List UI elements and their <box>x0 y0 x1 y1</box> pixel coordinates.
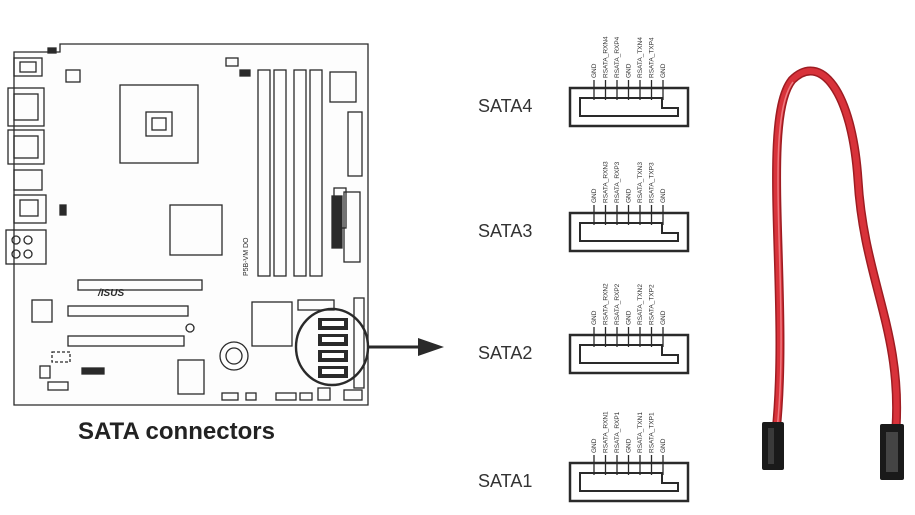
pin-label: GND <box>591 438 598 453</box>
cmos-battery <box>219 341 249 371</box>
io-port-audio <box>5 229 47 265</box>
brand-logo: /ISUS <box>97 288 124 299</box>
pin-label: RSATA_TXP1 <box>649 412 656 453</box>
connector-label: SATA1 <box>478 471 532 491</box>
pin-label: RSATA_TXN1 <box>637 412 644 453</box>
io-port-ps2 <box>13 57 43 77</box>
pin-label: GND <box>660 63 667 78</box>
board-model-label: P5B-VM DO <box>243 237 250 276</box>
pin-label: RSATA_RXN4 <box>603 36 610 78</box>
pin-label: RSATA_TXP2 <box>649 284 656 325</box>
pin-label: GND <box>626 310 633 325</box>
io-port-serial <box>7 129 45 165</box>
pin-label: GND <box>626 438 633 453</box>
pin-label: RSATA_RXN3 <box>603 161 610 203</box>
pcie-x16-slot <box>77 279 203 291</box>
pin-label: RSATA_RXP2 <box>614 283 621 325</box>
cpu-socket <box>119 84 199 164</box>
pin-label: GND <box>591 188 598 203</box>
pin-label: RSATA_RXN1 <box>603 411 610 453</box>
connector-key <box>579 472 679 492</box>
dimm-slot-2 <box>273 69 287 277</box>
pin-label: RSATA_TXN4 <box>637 37 644 78</box>
connector-label: SATA3 <box>478 221 532 241</box>
pin-label: RSATA_RXP4 <box>614 36 621 78</box>
pin-label: RSATA_RXN2 <box>603 283 610 325</box>
pin-label: RSATA_TXP4 <box>649 37 656 78</box>
connector-key <box>579 222 679 242</box>
sata-cable <box>762 66 904 480</box>
pin-label: GND <box>660 188 667 203</box>
pin-label: RSATA_RXP1 <box>614 411 621 453</box>
connector-label: SATA4 <box>478 96 532 116</box>
pin-label: RSATA_TXN2 <box>637 284 644 325</box>
caption-label: SATA connectors <box>78 418 275 445</box>
southbridge <box>251 301 293 347</box>
connector-label: SATA2 <box>478 343 532 363</box>
pin-label: GND <box>591 310 598 325</box>
pointer-arrow <box>368 338 444 356</box>
board-outline <box>13 43 369 406</box>
io-port-usb <box>13 169 43 191</box>
connector-key <box>579 344 679 364</box>
atx-power <box>347 111 363 177</box>
dimm-slot-3 <box>293 69 307 277</box>
pin-label: RSATA_TXN3 <box>637 162 644 203</box>
io-port-vga <box>7 87 45 127</box>
pin-label: GND <box>626 188 633 203</box>
dimm-slot-1 <box>257 69 271 277</box>
dimm-slot-4 <box>309 69 323 277</box>
pci-slot-1 <box>67 305 189 317</box>
pci-slot-2 <box>67 335 185 347</box>
io-port-lan <box>13 194 47 224</box>
pin-label: GND <box>660 438 667 453</box>
pin-label: RSATA_RXP3 <box>614 161 621 203</box>
pin-label: RSATA_TXP3 <box>649 162 656 203</box>
pin-label: GND <box>591 63 598 78</box>
pin-label: GND <box>626 63 633 78</box>
connector-key <box>579 97 679 117</box>
motherboard <box>5 43 370 406</box>
northbridge <box>169 204 223 256</box>
pin-label: GND <box>660 310 667 325</box>
